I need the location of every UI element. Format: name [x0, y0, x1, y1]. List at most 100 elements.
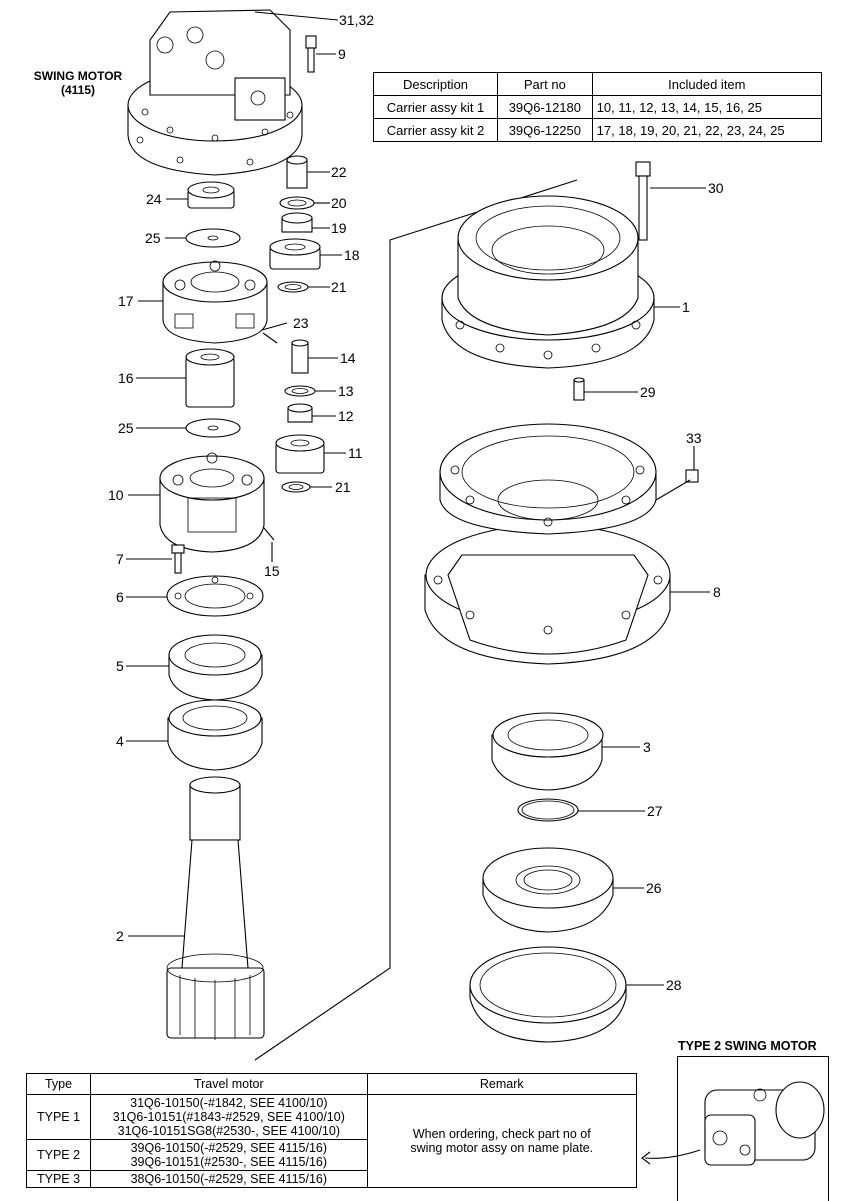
- pin-15: [263, 527, 275, 541]
- travel-motor-list: 39Q6-10150(-#2529, SEE 4115/16) 39Q6-101…: [90, 1139, 368, 1171]
- kit-description: Carrier assy kit 1: [372, 95, 499, 119]
- swing-motor-drawing: [127, 9, 303, 176]
- bearing-3: [491, 712, 604, 791]
- table-row: TYPE 1 31Q6-10150(-#1842, SEE 4100/10) 3…: [25, 1094, 638, 1188]
- callout-28: 28: [666, 977, 682, 993]
- kit-part-no: 39Q6-12250: [497, 118, 593, 142]
- kit-header-description: Description: [372, 72, 499, 96]
- callout-23: 23: [293, 315, 309, 331]
- callout-16: 16: [118, 370, 134, 386]
- shaft-2: [166, 776, 265, 1040]
- callout-25-top: 25: [145, 230, 161, 246]
- housing-8: [424, 423, 671, 665]
- pin-23: [262, 332, 278, 344]
- pin-29: [573, 377, 585, 401]
- type-label: TYPE 1: [25, 1094, 92, 1140]
- callout-3: 3: [643, 739, 651, 755]
- gear-18: [269, 238, 321, 270]
- gear-11: [275, 434, 325, 474]
- table-row: Carrier assy kit 2 39Q6-12250 17, 18, 19…: [372, 118, 823, 142]
- kit-header-part-no: Part no: [497, 72, 593, 96]
- type-label: TYPE 2: [25, 1139, 92, 1171]
- remark-line: When ordering, check part no of: [412, 1127, 591, 1141]
- callout-22: 22: [331, 164, 347, 180]
- travel-motor-entry: 31Q6-10151SG8(#2530-, SEE 4100/10): [117, 1124, 341, 1138]
- remark-cell: When ordering, check part no of swing mo…: [366, 1094, 638, 1188]
- travel-motor-list: 38Q6-10150(-#2529, SEE 4115/16): [90, 1170, 368, 1188]
- bolt-30: [635, 161, 651, 241]
- callout-4: 4: [116, 733, 124, 749]
- kit-part-no: 39Q6-12180: [497, 95, 593, 119]
- callout-27: 27: [647, 803, 663, 819]
- bearing-12: [287, 403, 313, 423]
- seal-26: [482, 847, 614, 933]
- carrier-kit-table: Description Part no Included item Carrie…: [372, 72, 823, 142]
- type-header-travel-motor: Travel motor: [90, 1073, 368, 1095]
- motor-type-table: Type Travel motor Remark TYPE 1 31Q6-101…: [25, 1073, 638, 1188]
- gear-16: [185, 348, 235, 408]
- travel-motor-entry: 31Q6-10151(#1843-#2529, SEE 4100/10): [112, 1110, 345, 1124]
- travel-motor-list: 31Q6-10150(-#1842, SEE 4100/10) 31Q6-101…: [90, 1094, 368, 1140]
- callout-21-mid: 21: [335, 479, 351, 495]
- callout-13: 13: [338, 383, 354, 399]
- o-ring-27: [517, 798, 579, 822]
- carrier-17: [162, 260, 268, 344]
- callout-6: 6: [116, 589, 124, 605]
- bearing-19: [281, 212, 313, 233]
- pin-22: [286, 155, 308, 189]
- leader-lines: [126, 11, 710, 986]
- callout-21-top: 21: [331, 279, 347, 295]
- callout-18: 18: [344, 247, 360, 263]
- type2-swing-motor-image: [641, 1081, 825, 1166]
- remark-line: swing motor assy on name plate.: [410, 1141, 594, 1155]
- type-label: TYPE 3: [25, 1170, 92, 1188]
- callout-25-mid: 25: [118, 420, 134, 436]
- bearing-4: [167, 699, 263, 771]
- type2-swing-motor-inset: [677, 1056, 829, 1201]
- callout-7: 7: [116, 551, 124, 567]
- gear-24: [187, 181, 235, 209]
- seal-28: [469, 946, 627, 1043]
- table-row: TYPE 2 39Q6-10150(-#2529, SEE 4115/16) 3…: [25, 1139, 637, 1171]
- callout-2: 2: [116, 928, 124, 944]
- washer-13: [284, 385, 316, 397]
- swing-motor-caption-ref: (4115): [61, 83, 95, 97]
- table-row: TYPE 3 38Q6-10150(-#2529, SEE 4115/16): [25, 1170, 637, 1188]
- callout-17: 17: [118, 293, 134, 309]
- travel-motor-entry: 39Q6-10151(#2530-, SEE 4115/16): [130, 1155, 328, 1169]
- carrier-10: [159, 452, 265, 553]
- kit-included-items: 17, 18, 19, 20, 21, 22, 23, 24, 25: [591, 118, 823, 142]
- kit-header-included-item: Included item: [591, 72, 823, 96]
- inset-title: TYPE 2 SWING MOTOR: [678, 1039, 817, 1053]
- nut-5: [168, 634, 263, 701]
- washer-25-mid: [185, 418, 241, 438]
- callout-30: 30: [708, 180, 724, 196]
- callout-14: 14: [340, 350, 356, 366]
- kit-description: Carrier assy kit 2: [372, 118, 499, 142]
- bolt-7: [171, 544, 185, 574]
- callout-31-32: 31,32: [339, 12, 374, 28]
- ring-gear-1: [441, 195, 655, 369]
- callout-20: 20: [331, 195, 347, 211]
- callout-26: 26: [646, 880, 662, 896]
- callout-1: 1: [682, 299, 690, 315]
- callout-29: 29: [640, 384, 656, 400]
- bolt-9: [305, 35, 317, 73]
- type-header-remark: Remark: [366, 1073, 638, 1095]
- table-row: Carrier assy kit 1 39Q6-12180 10, 11, 12…: [372, 95, 823, 119]
- callout-8: 8: [713, 584, 721, 600]
- kit-included-items: 10, 11, 12, 13, 14, 15, 16, 25: [591, 95, 823, 119]
- washer-21-top: [277, 281, 309, 293]
- callout-5: 5: [116, 658, 124, 674]
- callout-19: 19: [331, 220, 347, 236]
- washer-20: [279, 196, 315, 210]
- plug-33: [685, 469, 699, 483]
- swing-motor-caption: SWING MOTOR: [34, 69, 123, 83]
- travel-motor-entry: 31Q6-10150(-#1842, SEE 4100/10): [130, 1096, 328, 1110]
- callout-9: 9: [338, 46, 346, 62]
- callout-12: 12: [338, 408, 354, 424]
- callout-15: 15: [264, 563, 280, 579]
- callout-11: 11: [348, 445, 363, 461]
- washer-25-top: [185, 228, 241, 248]
